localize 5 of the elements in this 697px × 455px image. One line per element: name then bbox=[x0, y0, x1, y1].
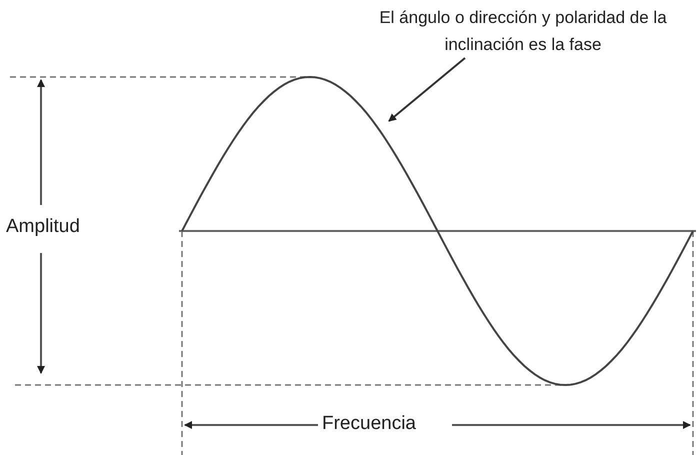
callout-text: El ángulo o dirección y polaridad de la inclinación es la fase bbox=[378, 7, 668, 56]
dimension-label: Amplitud bbox=[6, 215, 80, 239]
sine-wave bbox=[181, 76, 694, 386]
leader-line bbox=[388, 57, 466, 122]
dimension-label: Frecuencia bbox=[322, 412, 416, 436]
